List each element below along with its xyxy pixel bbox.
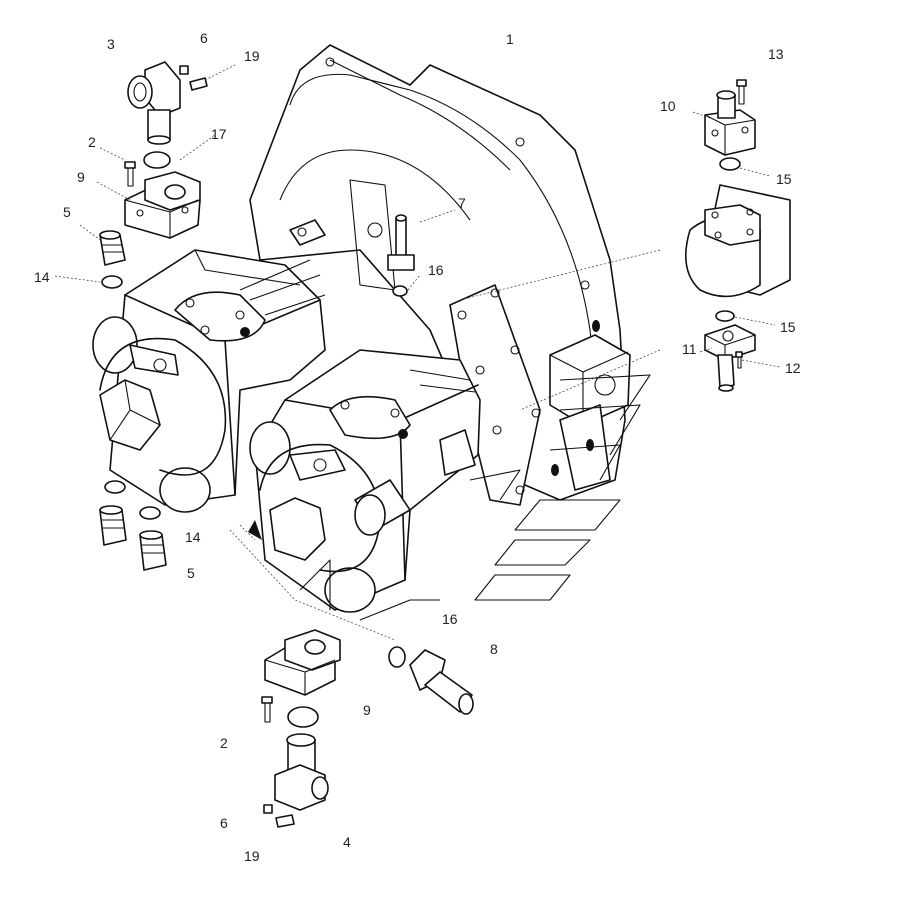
bolt-13 [736,79,747,105]
callout-label-5: 5 [63,204,71,220]
flange-11 [704,324,756,392]
callout-label-3: 3 [107,36,115,52]
bolt-2-bottom [261,696,273,723]
elbow-fitting-3 [127,61,181,145]
callout-label-13: 13 [768,46,784,62]
callout-label-11: 11 [682,341,697,357]
o-rings-lower-left [104,480,161,520]
lower-pump [249,349,481,613]
filter-housing [684,184,791,298]
callout-label-16: 16 [442,611,458,627]
fitting-5-lower-a [99,505,127,546]
callout-label-4: 4 [343,834,351,850]
callout-label-19: 19 [244,848,260,864]
callout-label-9: 9 [363,702,371,718]
callout-label-14: 14 [34,269,50,285]
callout-label-15: 15 [780,319,796,335]
callout-label-1: 1 [506,31,514,47]
split-flange-9-top [124,171,201,239]
callout-label-19: 19 [244,48,260,64]
fitting-5-upper [99,230,126,266]
o-ring-17 [143,151,171,169]
plug-19-bottom [275,814,295,828]
bolt-2-top [124,161,136,187]
o-ring-14-upper [101,275,123,289]
bolt-12 [735,351,743,369]
callout-label-6: 6 [200,30,208,46]
o-ring-16-lower [388,646,406,668]
hatch-lines [299,374,651,621]
callout-label-8: 8 [490,641,498,657]
fitting-8 [409,649,474,715]
callout-label-17: 17 [211,126,227,142]
callout-label-2: 2 [220,735,228,751]
part-7-fitting [387,214,415,297]
upper-pump [92,219,326,513]
callout-label-5: 5 [187,565,195,581]
callout-label-16: 16 [428,262,444,278]
o-ring-bottom [287,706,319,728]
screw-6-top [179,65,189,75]
callout-label-15: 15 [776,171,792,187]
callout-label-14: 14 [185,529,201,545]
screw-6-bottom [263,804,273,814]
callout-label-7: 7 [458,195,466,211]
callout-label-9: 9 [77,169,85,185]
split-flange-9-bottom [264,629,341,696]
callout-label-2: 2 [88,134,96,150]
fitting-5-lower-b [139,530,167,571]
callout-label-6: 6 [220,815,228,831]
o-ring-15-lower [715,310,735,322]
callout-label-10: 10 [660,98,676,114]
callout-label-12: 12 [785,360,801,376]
plug-19-top [189,77,208,91]
leader-lines [54,64,781,641]
o-ring-15-upper [719,157,741,171]
flange-10 [704,90,756,156]
elbow-fitting-4 [274,733,329,811]
arrow-head [248,520,262,540]
